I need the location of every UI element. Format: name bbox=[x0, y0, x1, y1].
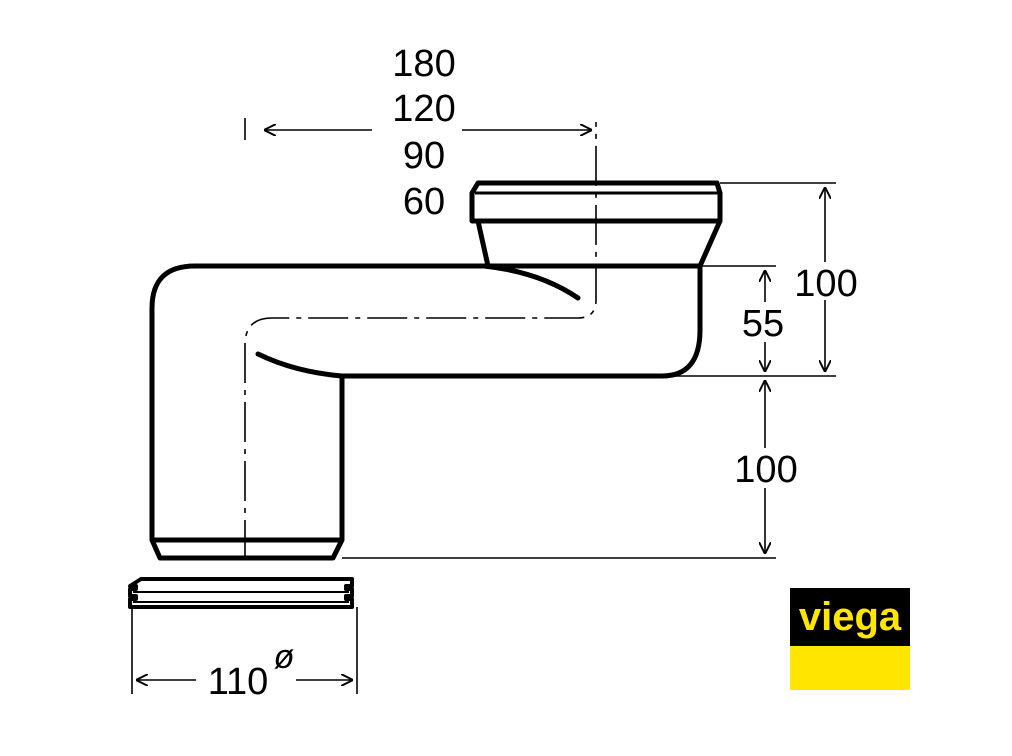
outlet-height-value: 100 bbox=[734, 449, 797, 491]
logo-yellow-block bbox=[790, 646, 910, 690]
dimension-lines bbox=[136, 130, 825, 680]
extension-lines bbox=[131, 118, 836, 694]
diameter-symbol: ø bbox=[274, 638, 295, 676]
inlet-offset-value: 55 bbox=[742, 303, 784, 345]
pipe-outline bbox=[149, 180, 723, 561]
offset-value-3: 90 bbox=[403, 135, 445, 177]
logo-wordmark: viega bbox=[799, 595, 902, 639]
center-line bbox=[244, 122, 597, 560]
seal-ring bbox=[128, 577, 354, 609]
diameter-value: 110 bbox=[208, 661, 269, 703]
pipe-internal-curves bbox=[255, 263, 581, 379]
offset-value-1: 180 bbox=[392, 43, 455, 85]
offset-value-4: 60 bbox=[403, 181, 445, 223]
socket-height-value: 100 bbox=[794, 263, 857, 305]
offset-value-2: 120 bbox=[392, 88, 455, 130]
logo-black-block bbox=[790, 588, 910, 646]
viega-logo: viega bbox=[790, 588, 910, 690]
offset-values: 180 120 90 60 bbox=[392, 43, 455, 223]
